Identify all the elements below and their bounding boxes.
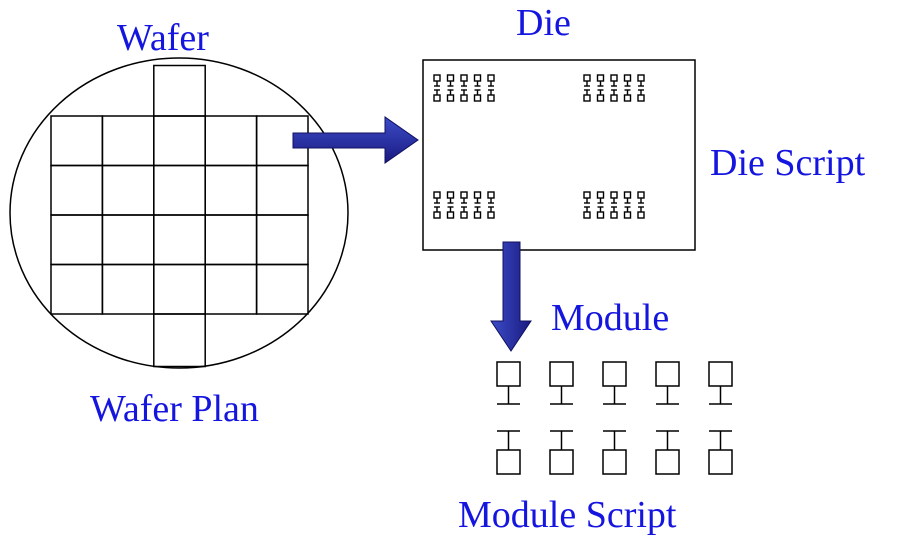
die-module-bottom [473, 94, 482, 102]
module-box-bottom [708, 449, 733, 475]
die-script-label: Die Script [710, 142, 866, 184]
wafer-outline [9, 57, 349, 369]
wafer-cell [255, 214, 309, 266]
module-box-top [708, 361, 733, 387]
wafer-cell [50, 214, 104, 266]
die-module-bottom [487, 94, 495, 102]
module-element [602, 361, 627, 475]
die-module-bottom [487, 211, 495, 219]
wafer-cell [101, 214, 155, 266]
die-module-bottom [460, 211, 468, 219]
wafer-cell [50, 115, 104, 167]
die-module-bottom [623, 211, 632, 219]
arrow-right-icon [292, 116, 419, 164]
die-module-bottom [460, 94, 468, 102]
die-module-bottom [446, 211, 455, 219]
die-module-group [583, 191, 645, 219]
die-module-bottom [596, 94, 605, 102]
wafer-grid [50, 64, 309, 368]
wafer-cell [101, 263, 155, 315]
wafer-cell [101, 115, 155, 167]
wafer-cell [204, 263, 258, 315]
die-module-bottom [596, 211, 605, 219]
wafer-cell [204, 164, 258, 216]
arrow-down-icon [490, 241, 532, 352]
wafer-cell [153, 164, 206, 216]
wafer-cell [50, 263, 104, 315]
die-module-bottom [610, 211, 618, 219]
die-module-bottom [637, 94, 645, 102]
wafer-cell [255, 263, 309, 315]
wafer-cell [153, 263, 206, 315]
die-module-bottom [623, 94, 632, 102]
die-module-bottom [433, 94, 441, 102]
module-element [708, 361, 733, 475]
die-label: Die [516, 2, 571, 44]
module-box-top [602, 361, 627, 387]
die-icon [422, 59, 696, 251]
die-module-bottom [637, 211, 645, 219]
wafer-cell [153, 115, 206, 167]
wafer-cell [50, 164, 104, 216]
module-script-label: Module Script [458, 494, 677, 536]
module-element [549, 361, 574, 475]
wafer-cell [204, 214, 258, 266]
die-module-bottom [583, 211, 591, 219]
wafer-label: Wafer [117, 17, 209, 59]
die-module-bottom [583, 94, 591, 102]
wafer-cell-bottom [153, 313, 206, 368]
wafer-cell [204, 115, 258, 167]
module-icon [496, 361, 733, 475]
die-module-bottom [446, 94, 455, 102]
wafer-plan-label: Wafer Plan [90, 388, 259, 430]
die-module-bottom [610, 94, 618, 102]
wafer-cell [153, 214, 206, 266]
module-box-bottom [496, 449, 521, 475]
die-outline [422, 59, 696, 251]
module-box-top [549, 361, 574, 387]
module-box-top [655, 361, 680, 387]
wafer-cell [101, 164, 155, 216]
die-module-bottom [433, 211, 441, 219]
module-label: Module [551, 297, 669, 339]
wafer-icon [9, 57, 349, 369]
wafer-cell-top [153, 64, 206, 117]
module-box-top [496, 361, 521, 387]
module-box-bottom [602, 449, 627, 475]
die-modules [433, 74, 645, 219]
module-element [496, 361, 521, 475]
wafer-cell [255, 164, 309, 216]
module-box-bottom [549, 449, 574, 475]
die-module-group [433, 74, 495, 102]
die-module-group [583, 74, 645, 102]
module-box-bottom [655, 449, 680, 475]
die-module-bottom [473, 211, 482, 219]
die-module-group [433, 191, 495, 219]
module-element [655, 361, 680, 475]
